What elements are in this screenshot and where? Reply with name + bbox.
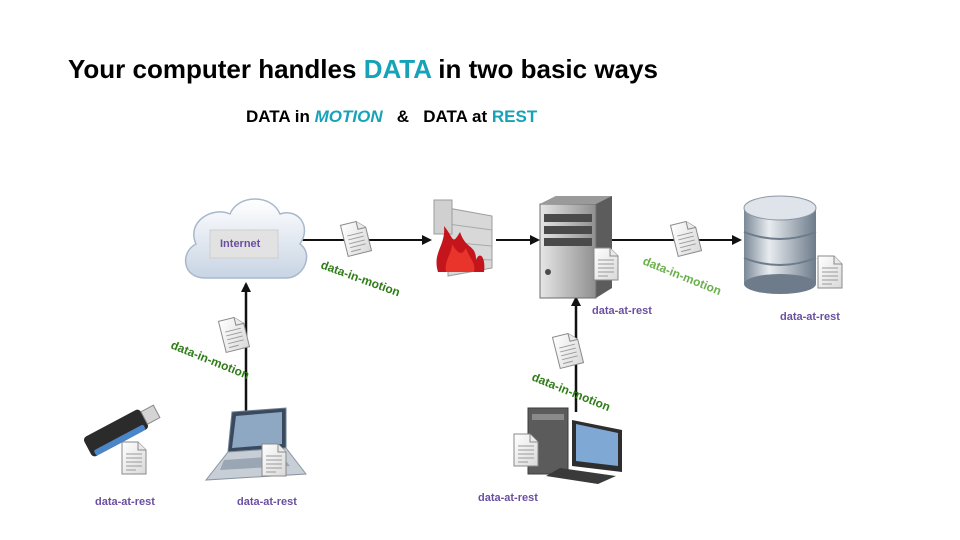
database-icon bbox=[743, 195, 817, 294]
rest-label-server: data-at-rest bbox=[592, 305, 652, 317]
desktop-document-icon bbox=[513, 433, 539, 467]
title-prefix: Your computer handles bbox=[68, 54, 364, 84]
usb-drive-icon bbox=[83, 404, 161, 457]
server-icon bbox=[539, 196, 612, 299]
subtitle-motion: MOTION bbox=[314, 107, 383, 126]
subtitle-part1: DATA in bbox=[246, 107, 315, 126]
server-document-icon bbox=[593, 247, 619, 281]
motion-document-desktop-server-icon bbox=[551, 331, 585, 369]
slide-title: Your computer handles DATA in two basic … bbox=[68, 54, 658, 85]
laptop-document-icon bbox=[261, 443, 287, 477]
rest-label-laptop: data-at-rest bbox=[237, 496, 297, 508]
rest-label-usb: data-at-rest bbox=[95, 496, 155, 508]
usb-document-icon bbox=[121, 441, 147, 475]
subtitle-rest: REST bbox=[491, 107, 538, 126]
desktop-computer-icon bbox=[527, 407, 622, 484]
title-highlight: DATA bbox=[363, 54, 432, 84]
motion-label-desktop-server: data-in-motion bbox=[530, 370, 613, 414]
motion-label-server-db: data-in-motion bbox=[641, 254, 724, 298]
slide-subtitle: DATA in MOTION & DATA at REST bbox=[246, 107, 537, 127]
rest-label-database: data-at-rest bbox=[780, 311, 840, 323]
firewall-icon bbox=[433, 199, 493, 277]
title-suffix: in two basic ways bbox=[431, 54, 658, 84]
motion-label-cloud-firewall: data-in-motion bbox=[319, 258, 402, 300]
laptop-icon bbox=[204, 407, 307, 481]
database-document-icon bbox=[817, 255, 843, 289]
motion-document-cloud-firewall-icon bbox=[339, 219, 373, 257]
subtitle-part2: DATA at bbox=[423, 107, 492, 126]
cloud-icon: Internet bbox=[184, 198, 308, 279]
rest-label-desktop: data-at-rest bbox=[478, 492, 538, 504]
motion-document-server-db-icon bbox=[669, 219, 703, 257]
subtitle-amp: & bbox=[382, 107, 424, 126]
internet-label: Internet bbox=[220, 238, 261, 250]
